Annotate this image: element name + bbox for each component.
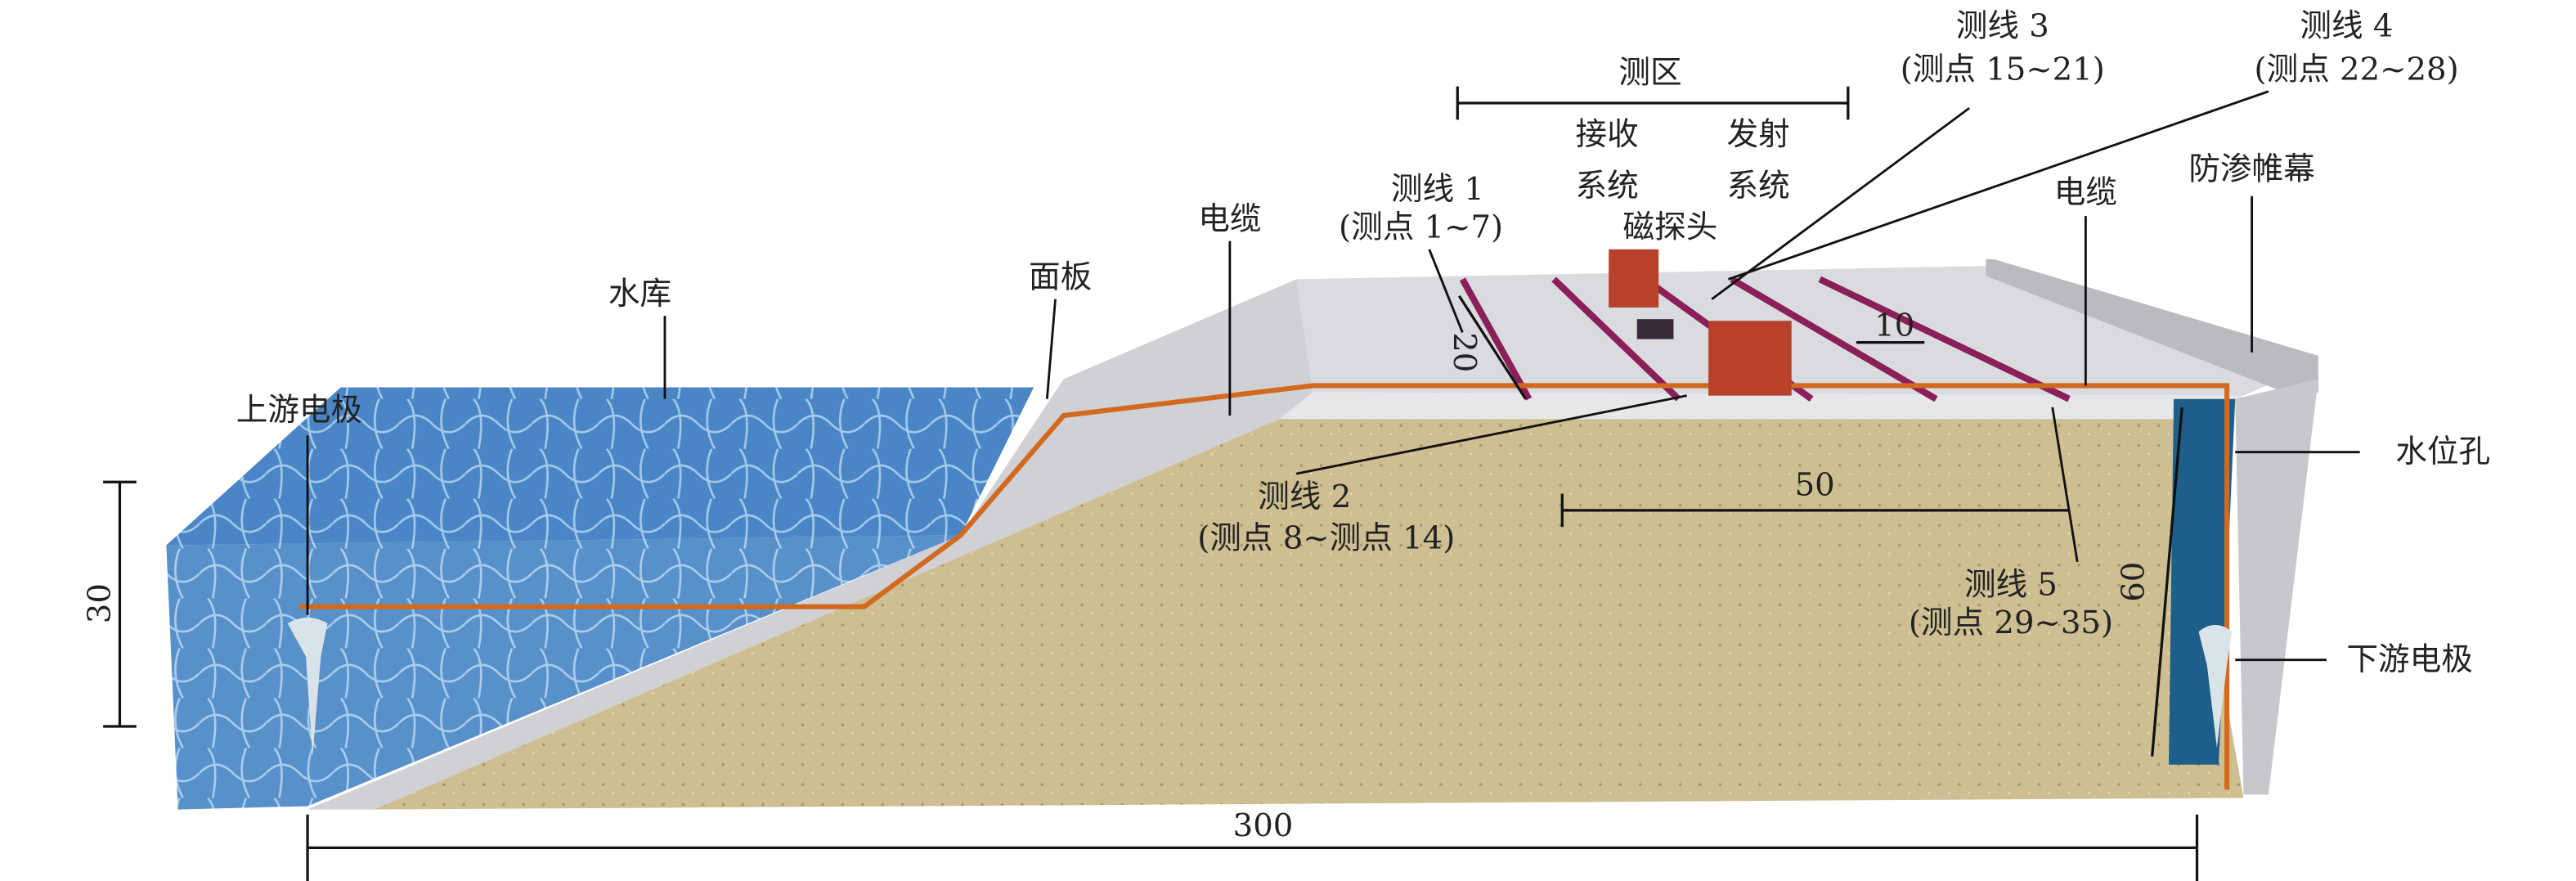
- transmitter-box: [1708, 321, 1792, 396]
- cable: [298, 383, 2230, 790]
- line1-label: 测线 1: [1391, 171, 1484, 208]
- receiver-box: [1609, 249, 1659, 308]
- cable-label-right: 电缆: [2054, 174, 2117, 211]
- face-panel: [307, 279, 1313, 810]
- water-hole-label: 水位孔: [2395, 434, 2490, 470]
- receiver-label: 接收: [1576, 116, 1639, 153]
- line2-label: 测线 2: [1258, 479, 1351, 515]
- transmitter-label-2: 系统: [1726, 168, 1789, 205]
- dim-water-height: 30: [81, 583, 118, 623]
- transmitter-label: 发射: [1726, 116, 1789, 153]
- line3-label: 测线 3: [1956, 8, 2049, 45]
- dim-hole-depth: 60: [2116, 562, 2152, 602]
- dam-body: [374, 419, 2244, 810]
- downstream-electrode-label: 下游电极: [2346, 641, 2472, 678]
- dim-line-spacing: 10: [1874, 307, 1914, 344]
- line2-points: (测点 8~测点 14): [1197, 520, 1455, 557]
- line4-label: 测线 4: [2300, 8, 2393, 45]
- zone-label: 测区: [1618, 55, 1681, 92]
- downstream-side: [2235, 379, 2318, 795]
- upstream-electrode-icon: [287, 617, 328, 757]
- line1-points: (测点 1~7): [1339, 209, 1503, 246]
- receiver-label-2: 系统: [1576, 168, 1639, 205]
- downstream-electrode-icon: [2198, 625, 2233, 748]
- cable-label-left: 电缆: [1198, 200, 1261, 237]
- cutoff-curtain: [1986, 259, 2318, 399]
- line3-points: (测点 15~21): [1901, 52, 2105, 88]
- probe-label: 磁探头: [1622, 209, 1717, 246]
- reservoir-front: [166, 535, 961, 810]
- line4-points: (测点 22~28): [2255, 52, 2459, 88]
- reservoir-label: 水库: [608, 276, 671, 312]
- upstream-electrode-label: 上游电极: [236, 392, 362, 429]
- panel-label: 面板: [1029, 259, 1092, 296]
- line5-label: 测线 5: [1964, 566, 2058, 603]
- line5-points: (测点 29~35): [1909, 605, 2113, 641]
- magnetic-probe: [1636, 319, 1674, 339]
- survey-line-1: [1459, 277, 1533, 401]
- leader-lines: [306, 90, 2360, 662]
- curtain-label: 防渗帷幕: [2188, 151, 2314, 187]
- reservoir-surface: [166, 387, 1034, 546]
- survey-line-5: [1818, 276, 2071, 402]
- survey-line-2: [1551, 276, 1681, 402]
- dim-total-length: 300: [1233, 807, 1294, 844]
- survey-line-4: [1730, 276, 1938, 402]
- dim-line-length: 20: [1446, 332, 1483, 372]
- crest-front: [1279, 392, 2244, 420]
- dim-zone-length: 50: [1795, 467, 1835, 504]
- dimension-lines: [103, 86, 2199, 881]
